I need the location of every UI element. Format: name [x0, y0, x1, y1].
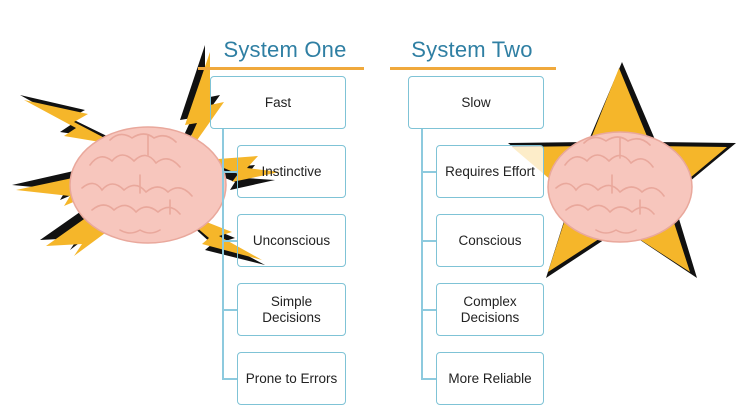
system-one-connector	[222, 129, 224, 378]
system-two-underline	[390, 67, 556, 70]
connector-tick	[421, 240, 437, 242]
system-two-root-box: Slow	[408, 76, 544, 129]
connector-tick	[421, 378, 437, 380]
connector-tick	[222, 378, 238, 380]
brain-left-icon	[69, 126, 227, 244]
system-two-item: Conscious	[436, 214, 544, 267]
system-two-item: Requires Effort	[436, 145, 544, 198]
system-two-item: More Reliable	[436, 352, 544, 405]
brain-right-icon	[547, 131, 693, 243]
connector-tick	[421, 171, 437, 173]
connector-tick	[222, 240, 238, 242]
connector-tick	[222, 309, 238, 311]
system-one-item: Unconscious	[237, 214, 346, 267]
system-two-item: Complex Decisions	[436, 283, 544, 336]
system-one-underline	[198, 67, 364, 70]
connector-tick	[421, 309, 437, 311]
system-two-connector	[421, 129, 423, 378]
connector-tick	[222, 171, 238, 173]
system-one-item: Instinctive	[237, 145, 346, 198]
system-one-item: Prone to Errors	[237, 352, 346, 405]
system-one-title: System One	[223, 37, 347, 62]
system-two-title: System Two	[411, 37, 533, 62]
system-one-root-box: Fast	[210, 76, 346, 129]
system-one-item: Simple Decisions	[237, 283, 346, 336]
